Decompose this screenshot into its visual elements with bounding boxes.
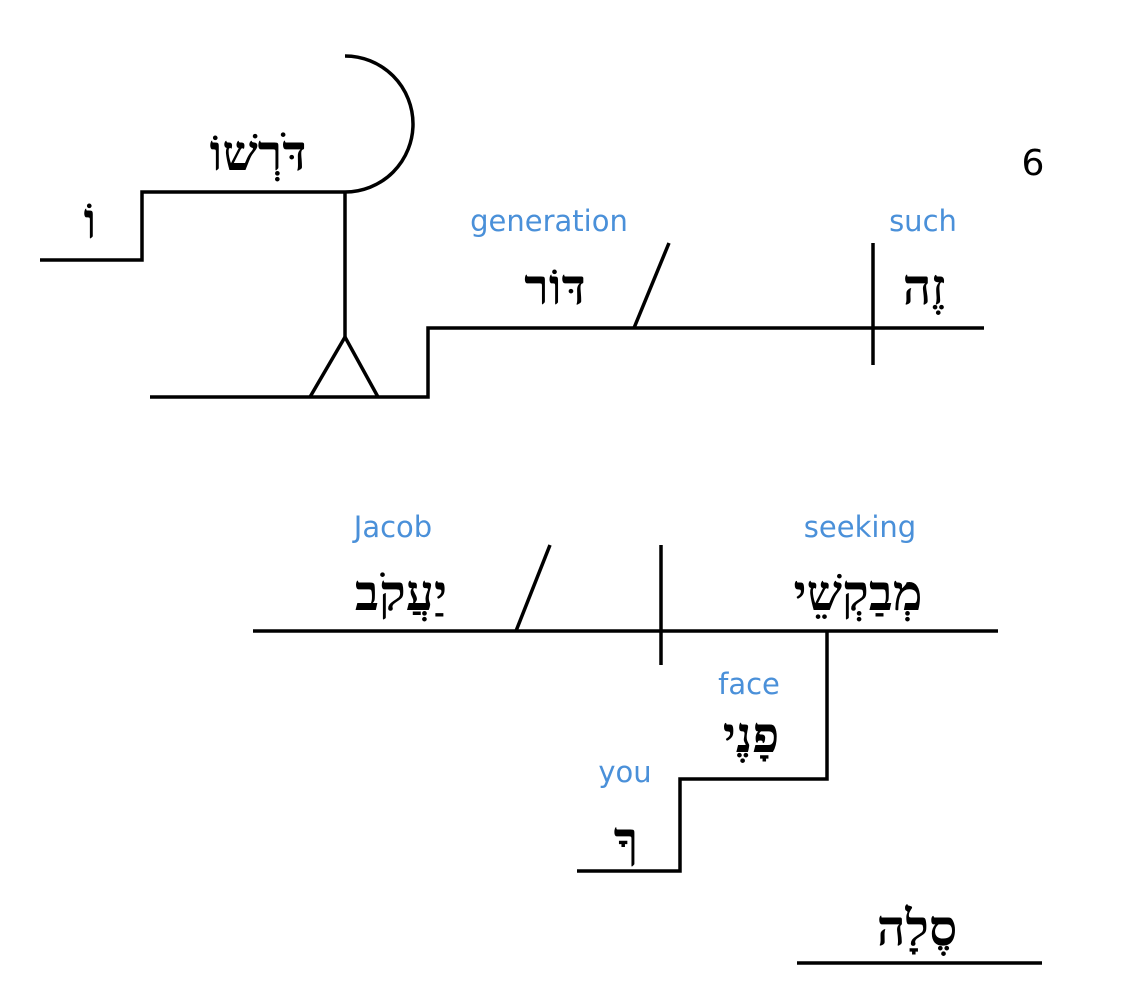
hebrew-mevakshei: מְבַקְשֵׁי bbox=[793, 563, 922, 622]
hebrew-dor: דּוֹר bbox=[524, 257, 585, 316]
modifier-slash-lower bbox=[514, 544, 552, 632]
hebrew-cha: ךָ bbox=[614, 810, 639, 869]
hebrew-vav: וֹ bbox=[84, 191, 97, 250]
semicircle-arc bbox=[344, 54, 415, 194]
hebrew-yaakov: יַעֲקֹב bbox=[355, 563, 447, 622]
hebrew-dorshav: דֹּרְשׁוֹ bbox=[210, 123, 307, 182]
gloss-face: face bbox=[718, 667, 780, 701]
gloss-jacob: Jacob bbox=[352, 510, 432, 544]
pedestal-triangle bbox=[308, 333, 380, 398]
gloss-such: such bbox=[889, 204, 957, 238]
branch-step-line bbox=[577, 631, 829, 873]
gloss-you: you bbox=[598, 755, 651, 789]
hebrew-zeh: זֶה bbox=[903, 257, 946, 316]
gloss-generation: generation bbox=[470, 204, 628, 238]
gloss-seeking: seeking bbox=[804, 510, 916, 544]
upper-baseline bbox=[150, 326, 984, 399]
hebrew-selah: סֶלָה bbox=[877, 898, 958, 957]
verse-number: 6 bbox=[1022, 143, 1045, 184]
hebrew-panecha: פָנֶי bbox=[723, 705, 780, 764]
modifier-slash-upper bbox=[632, 242, 671, 329]
modifier-step-line-left bbox=[40, 190, 345, 262]
